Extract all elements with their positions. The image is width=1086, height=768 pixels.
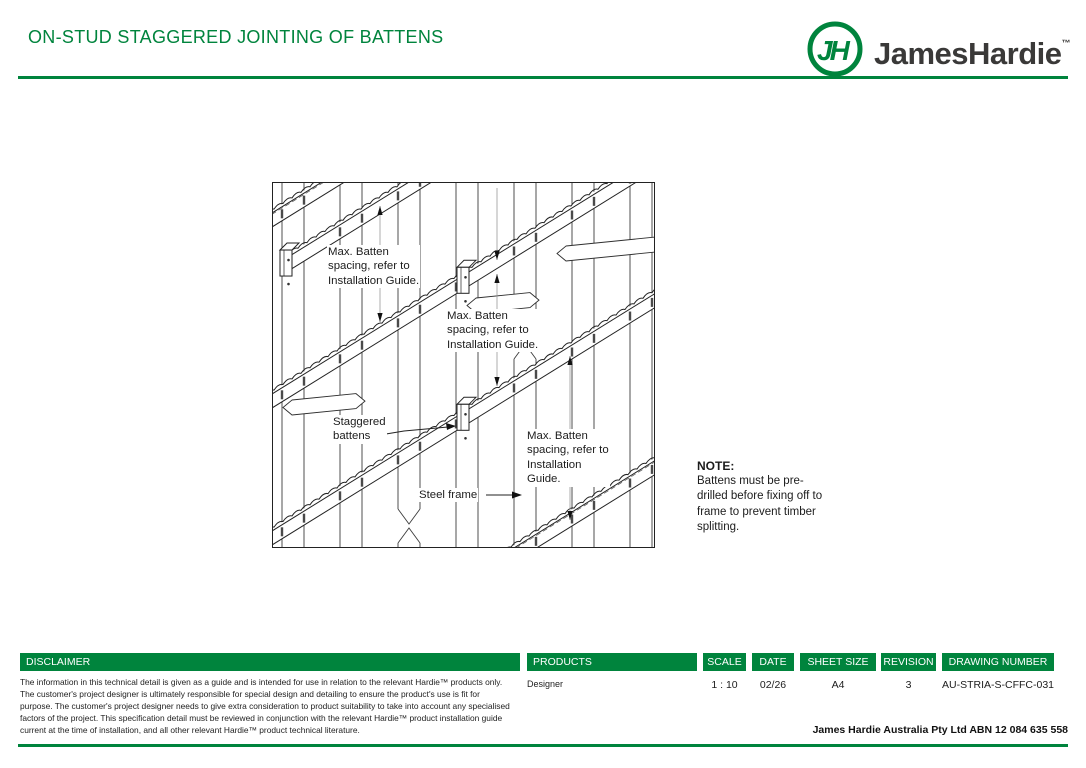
label-batten-spacing-right: Max. Batten spacing, refer to Installati…	[526, 429, 610, 487]
label-staggered-battens: Staggered battens	[332, 415, 387, 444]
disclaimer-text: The information in this technical detail…	[20, 677, 510, 735]
label-batten-spacing-mid: Max. Batten spacing, refer to Installati…	[446, 309, 540, 353]
page-title: ON-STUD STAGGERED JOINTING OF BATTENS	[28, 27, 444, 47]
footer-rule	[18, 744, 1068, 747]
brand-wordmark: JamesHardie™	[874, 36, 1071, 71]
footer-header-products: PRODUCTS	[527, 653, 697, 671]
footer-header-sheet-size: SHEET SIZE	[800, 653, 876, 671]
label-steel-frame: Steel frame	[418, 488, 479, 503]
trademark-symbol: ™	[1061, 38, 1071, 48]
products-value: Designer	[527, 679, 564, 689]
noggins	[282, 236, 655, 416]
footer-header-revision: REVISION	[881, 653, 936, 671]
footer-header-scale: SCALE	[703, 653, 746, 671]
note-body: Battens must be pre- drilled before fixi…	[697, 475, 823, 534]
brand-logo: JH JamesHardie™	[806, 14, 1071, 83]
footer-header-disclaimer: DISCLAIMER	[20, 653, 520, 671]
revision-value: 3	[905, 679, 912, 691]
drawing-number-value: AU-STRIA-S-CFFC-031	[941, 679, 1054, 691]
note-block: NOTE: Battens must be pre- drilled befor…	[697, 459, 857, 536]
jameshardie-roundel-icon: JH	[807, 21, 863, 76]
battens	[272, 182, 655, 548]
sheet-size-value: A4	[831, 679, 845, 691]
company-abn-line: James Hardie Australia Pty Ltd ABN 12 08…	[812, 724, 1068, 736]
label-batten-spacing-top: Max. Batten spacing, refer to Installati…	[327, 245, 421, 289]
date-value: 02/26	[759, 679, 787, 691]
drawing-border	[272, 182, 655, 548]
scale-value: 1 : 10	[711, 679, 738, 691]
header-rule	[18, 76, 1068, 79]
leader-lines	[385, 423, 522, 499]
note-heading: NOTE:	[697, 459, 735, 473]
isometric-drawing	[272, 182, 655, 548]
jh-monogram: JH	[817, 35, 851, 66]
footer-header-date: DATE	[752, 653, 794, 671]
technical-drawing: Max. Batten spacing, refer to Installati…	[272, 182, 655, 548]
footer-header-drawing-number: DRAWING NUMBER	[942, 653, 1054, 671]
stud-break-marks	[396, 324, 538, 544]
